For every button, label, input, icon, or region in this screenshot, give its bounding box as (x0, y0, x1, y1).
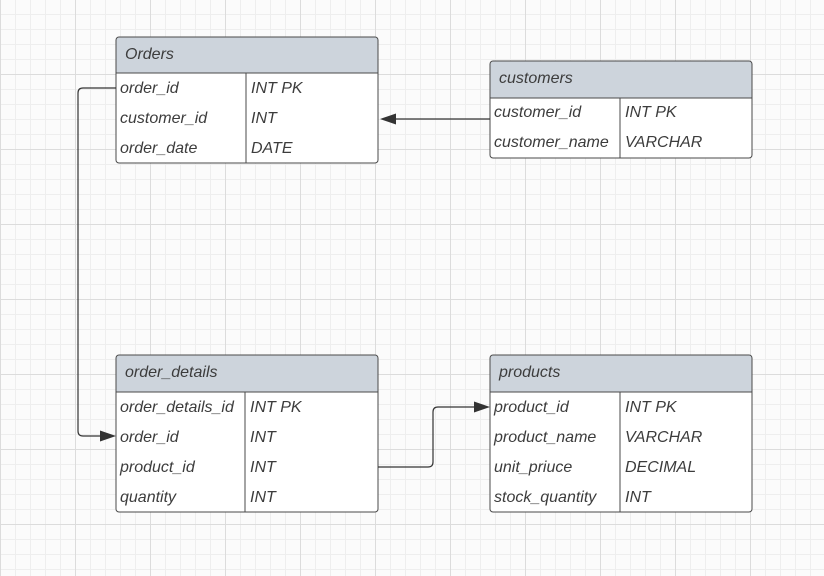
products-product-name-name: product_name (493, 429, 596, 446)
order-details-product-id-type: INT (250, 459, 277, 476)
orders-customer-id-name: customer_id (120, 110, 208, 127)
table-products[interactable]: products product_id INT PK product_name … (489, 354, 753, 513)
products-stock-quantity-type: INT (625, 489, 652, 506)
customers-customer-name-name: customer_name (494, 134, 609, 151)
orders-customer-id-type: INT (251, 110, 278, 127)
connector-customers-to-orders[interactable] (380, 113, 490, 125)
table-order-details-header[interactable] (116, 355, 378, 392)
order-details-id-name: order_details_id (120, 399, 235, 416)
connector-orders-to-order-details[interactable] (77, 87, 116, 442)
products-product-id-name: product_id (493, 399, 570, 416)
table-orders-title: Orders (125, 46, 174, 63)
connector-order-details-to-products[interactable] (378, 401, 490, 468)
order-details-order-id-type: INT (250, 429, 277, 446)
table-customers-header[interactable] (490, 61, 752, 98)
table-order-details-title: order_details (125, 364, 218, 381)
table-orders[interactable]: Orders order_id INT PK customer_id INT o… (115, 36, 379, 164)
customers-customer-id-type: INT PK (625, 104, 678, 121)
table-order-details[interactable]: order_details order_details_id INT PK or… (115, 354, 379, 513)
order-details-quantity-type: INT (250, 489, 277, 506)
table-products-title: products (498, 364, 560, 381)
orders-order-id-type: INT PK (251, 80, 304, 97)
customers-customer-name-type: VARCHAR (625, 134, 703, 151)
products-product-name-type: VARCHAR (625, 429, 703, 446)
products-unit-price-type: DECIMAL (625, 459, 696, 476)
products-stock-quantity-name: stock_quantity (494, 489, 597, 506)
orders-order-date-name: order_date (120, 140, 197, 157)
products-product-id-type: INT PK (625, 399, 678, 416)
order-details-order-id-name: order_id (120, 429, 180, 446)
table-customers-title: customers (499, 70, 573, 87)
arrowhead-icon (100, 430, 116, 442)
order-details-quantity-name: quantity (120, 489, 177, 506)
orders-order-date-type: DATE (251, 140, 293, 157)
order-details-product-id-name: product_id (119, 459, 196, 476)
order-details-id-type: INT PK (250, 399, 303, 416)
orders-order-id-name: order_id (120, 80, 180, 97)
table-products-header[interactable] (490, 355, 752, 392)
table-orders-header[interactable] (116, 37, 378, 73)
table-customers[interactable]: customers customer_id INT PK customer_na… (489, 60, 753, 159)
arrowhead-icon (380, 113, 396, 125)
products-unit-price-name: unit_priuce (494, 459, 572, 476)
customers-customer-id-name: customer_id (494, 104, 582, 121)
arrowhead-icon (474, 401, 490, 413)
